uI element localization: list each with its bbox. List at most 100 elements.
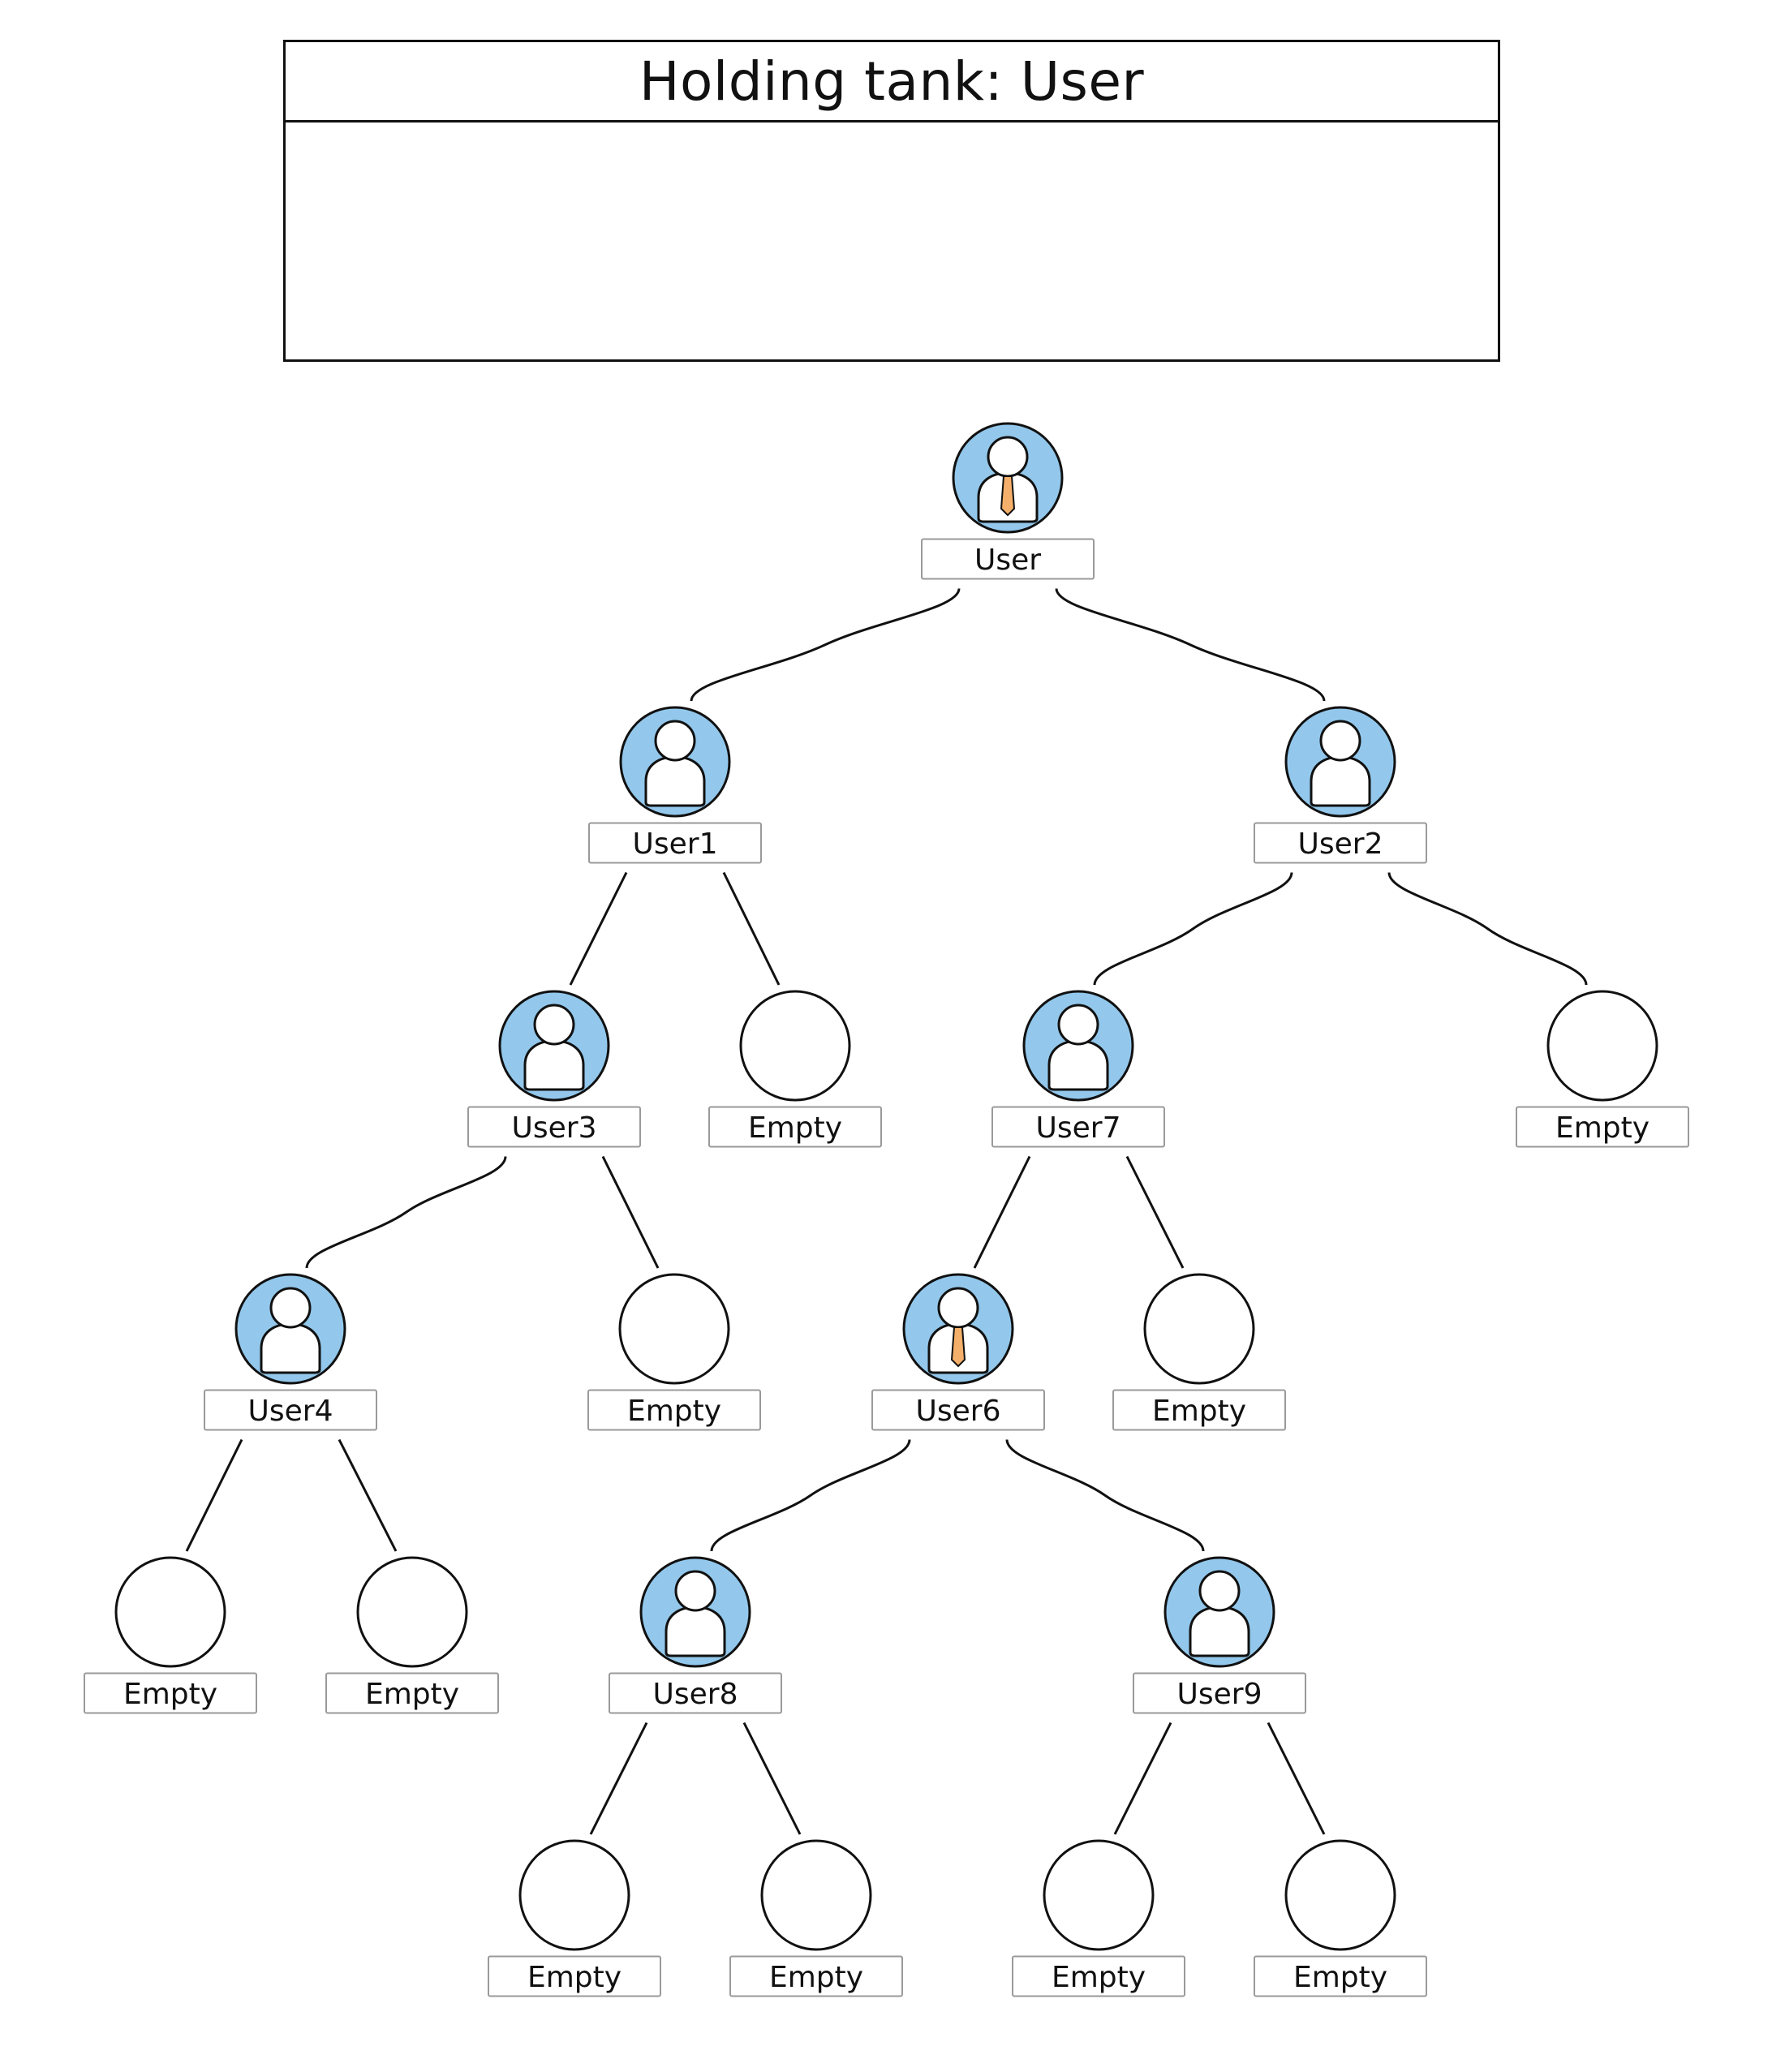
node-label: User8 [653,1678,738,1711]
empty-node: Empty [708,990,882,1148]
holding-tank-panel: Holding tank: User [283,40,1500,362]
empty-slot-circle [739,990,851,1102]
node-label: Empty [527,1961,622,1994]
node-label: Empty [1152,1395,1246,1428]
node-label: Empty [769,1961,863,1994]
empty-node: Empty [1012,1839,1185,1997]
node-label: User6 [916,1395,1001,1428]
user-with-tie-icon [977,436,1039,523]
tree-edge [1125,1155,1185,1269]
node-label-box [1254,1955,1427,1997]
node-label: User3 [512,1111,597,1145]
node-label: Empty [1052,1961,1146,1994]
tree-edge [338,1438,398,1552]
user-body [1189,1606,1250,1657]
tree-edge [1055,588,1326,702]
user-node: User4 [204,1273,377,1431]
holding-tank-title: Holding tank: User [286,42,1498,123]
node-label-box [991,1106,1165,1148]
user-node: User9 [1133,1556,1306,1714]
empty-node: Empty [1254,1839,1427,1997]
empty-node: Empty [729,1839,903,1997]
user-head [1057,1004,1099,1046]
tree-edge [1093,872,1293,986]
empty-slot-circle [518,1839,630,1951]
empty-node: Empty [325,1556,499,1714]
node-label: User2 [1298,828,1383,861]
empty-slot-circle [618,1273,730,1385]
user-head [674,1570,716,1612]
empty-slot-circle [1143,1273,1255,1385]
node-label-box [729,1955,903,1997]
tie-icon [950,1326,966,1368]
tree-edge [305,1156,507,1269]
tree-edge [589,1722,648,1835]
user-node: User [921,422,1095,580]
user-head [1319,720,1361,762]
node-label-box [921,538,1095,580]
tree-edge [185,1438,243,1552]
node-label: Empty [365,1678,459,1711]
tree-edge [690,588,961,702]
node-label-box [588,822,762,864]
user-icon [260,1287,321,1374]
node-label: Empty [1555,1111,1650,1145]
empty-node: Empty [488,1839,661,1997]
user-node: User7 [991,990,1165,1148]
user-icon [1189,1570,1250,1657]
node-label: Empty [1293,1961,1387,1994]
user-icon [1047,1004,1109,1091]
tree-edge [1005,1439,1205,1552]
tree-edge [973,1155,1031,1269]
node-label-box [1133,1672,1306,1714]
empty-slot-circle [1546,990,1658,1102]
empty-node: Empty [1112,1273,1286,1431]
user-icon [665,1570,726,1657]
user-icon [644,720,706,807]
empty-slot-circle [1284,1839,1396,1951]
empty-node: Empty [84,1556,257,1714]
user-head [269,1287,312,1329]
tree-edge [742,1722,802,1835]
user-icon [523,1004,585,1091]
node-label-box [587,1389,761,1431]
node-label-box [708,1106,882,1148]
empty-slot-circle [356,1556,468,1668]
user-head [533,1004,575,1046]
user-with-tie-icon [927,1287,989,1374]
node-label-box [467,1106,641,1148]
node-label-box [204,1389,377,1431]
node-label: User4 [248,1395,333,1428]
node-label-box [325,1672,499,1714]
user-body [1310,755,1371,807]
empty-slot-circle [760,1839,872,1951]
user-node: User6 [871,1273,1045,1431]
user-body [260,1322,321,1374]
user-node: User1 [588,706,762,864]
tree-edge [569,871,628,986]
user-head [654,720,696,762]
tree-edge [722,871,781,986]
tree-edge [601,1155,660,1269]
user-head [937,1287,979,1329]
tree-edge [1267,1722,1326,1835]
node-label: User7 [1036,1111,1121,1145]
node-label: Empty [627,1395,721,1428]
tree-edge [1387,872,1588,986]
node-label-box [1012,1955,1185,1997]
user-node: User8 [609,1556,782,1714]
empty-slot-circle [1043,1839,1155,1951]
user-body [1047,1039,1109,1091]
node-label-box [1516,1106,1689,1148]
empty-slot-circle [114,1556,226,1668]
user-body [644,755,706,807]
node-label: User [974,544,1041,577]
user-head [1198,1570,1241,1612]
tie-icon [1000,475,1016,517]
tree-edge [710,1439,911,1552]
user-body [665,1606,726,1657]
node-label: Empty [748,1111,842,1145]
empty-node: Empty [1516,990,1689,1148]
user-head [987,436,1029,478]
